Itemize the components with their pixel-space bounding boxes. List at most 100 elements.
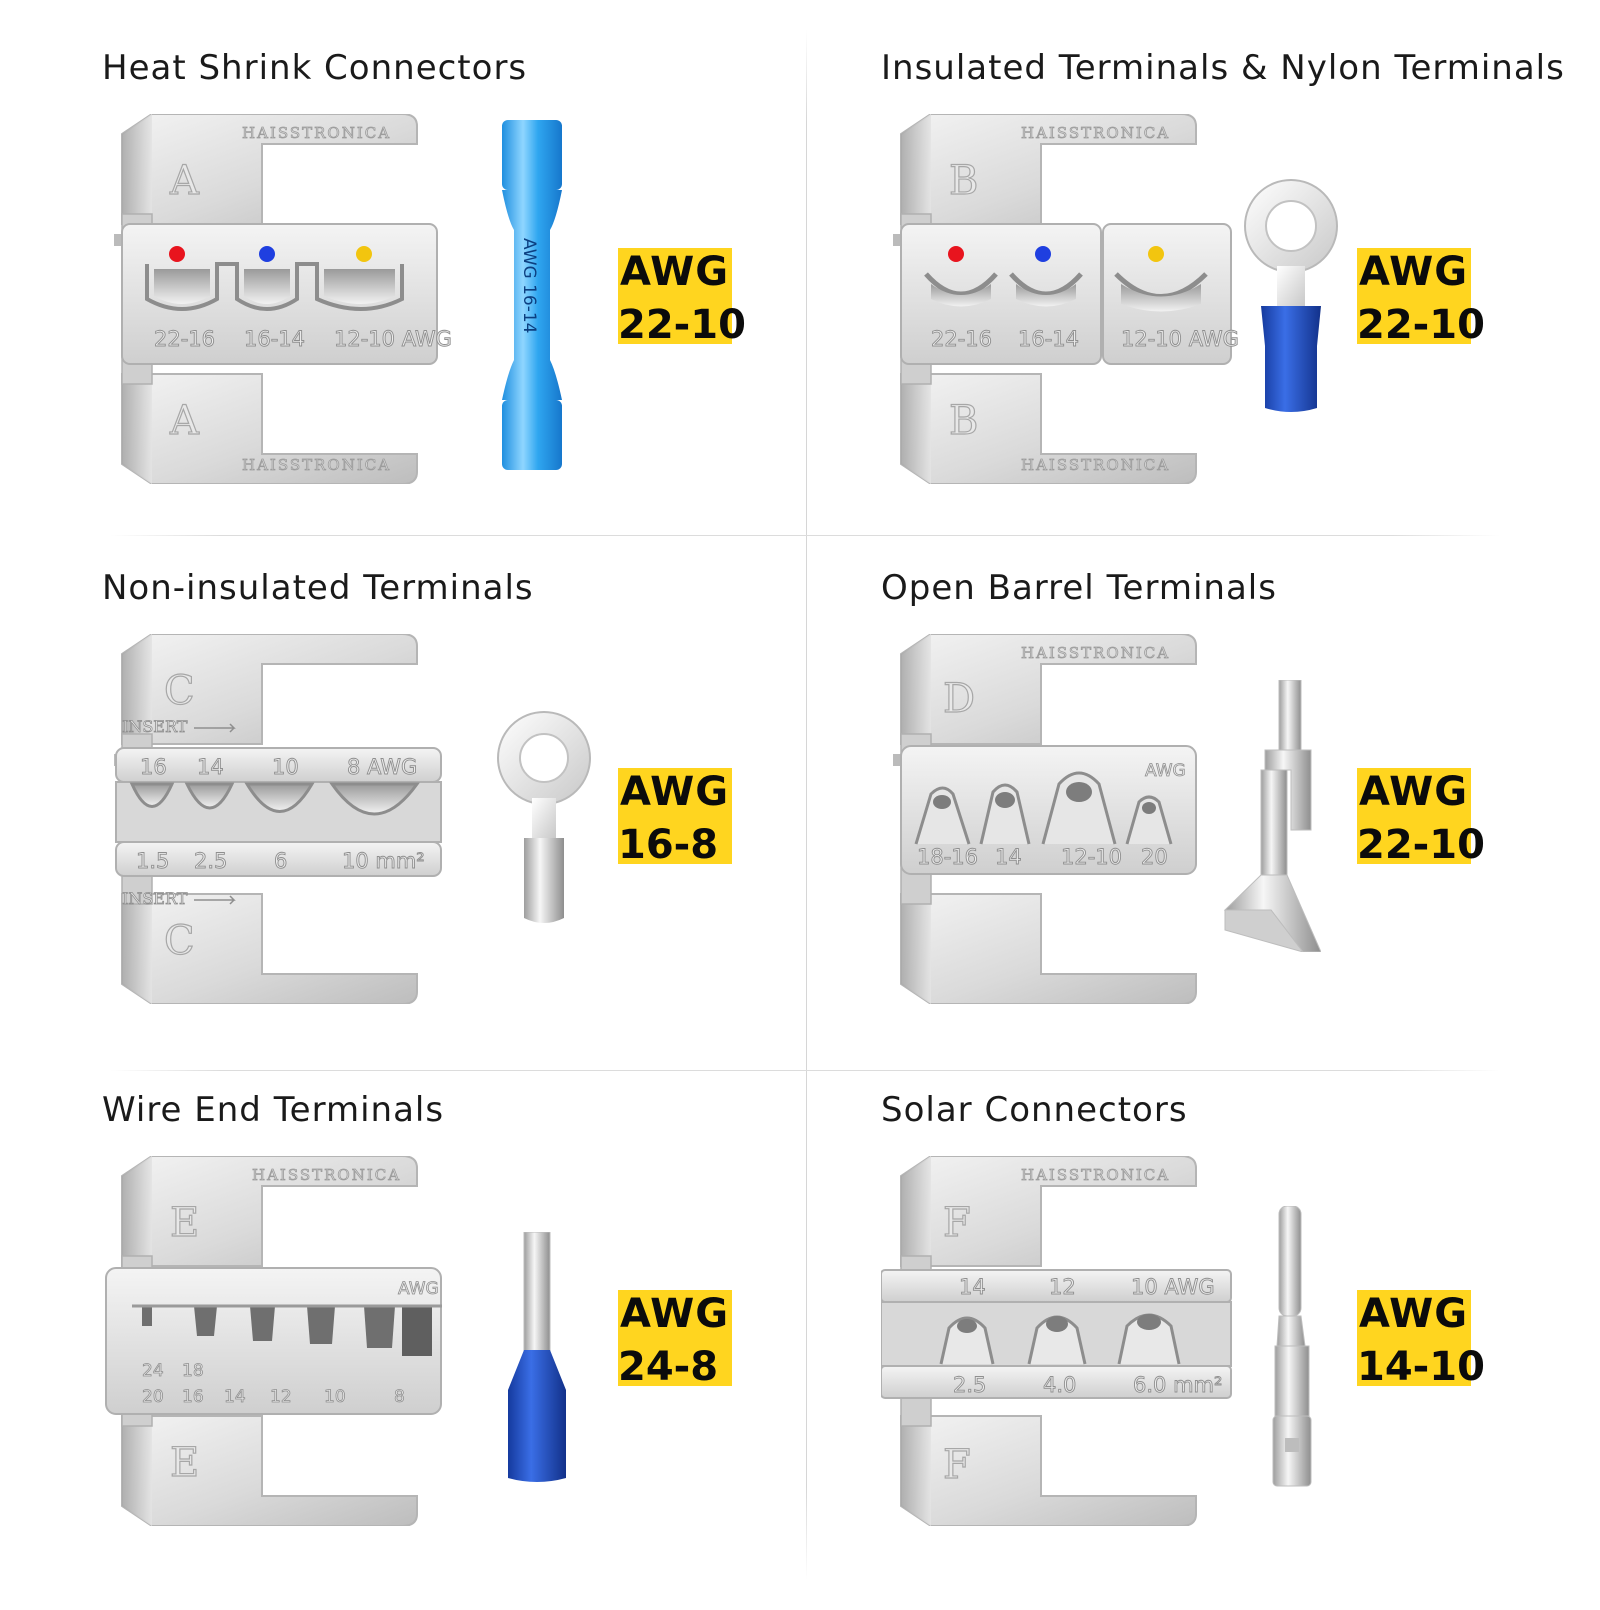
non-insulated-ring-terminal-icon [492,708,596,928]
awg-range: 14-10 [1357,1343,1485,1390]
awg-range: 24-8 [618,1343,719,1390]
panel-heat-shrink: Heat Shrink Connectors HAISSTRONICA HAIS… [102,48,882,568]
blue-dot-icon [1035,246,1051,262]
gauge-label: 16-14 [1018,327,1079,351]
awg-badge: AWG 16-8 [618,768,732,868]
gauge-label: 14 [995,845,1022,869]
gauge-label: 10 AWG [1131,1275,1215,1299]
crimp-die-c[interactable]: C C INSERT INSERT 16 14 10 8 AWG 1.5 2.5… [102,634,462,1004]
red-dot-icon [948,246,964,262]
brand-engraving: HAISSTRONICA [1021,1166,1170,1184]
insulated-ring-terminal-icon [1239,176,1343,416]
brand-engraving: HAISSTRONICA [1021,124,1170,142]
brand-engraving: HAISSTRONICA [1021,644,1170,662]
gauge-label: 24 [142,1361,164,1381]
metric-label: 4.0 [1043,1373,1076,1397]
metric-label: 10 mm² [342,849,425,873]
brand-engraving: HAISSTRONICA [252,1166,401,1184]
crimp-die-e[interactable]: HAISSTRONICA E E AWG 24 18 20 16 14 12 1… [102,1156,462,1526]
horizontal-divider [110,1070,1500,1071]
panel-solar: Solar Connectors HAISSTRONICA F F 14 12 … [881,1090,1600,1610]
gauge-label: 22-16 [931,327,992,351]
crimp-die-b[interactable]: HAISSTRONICA HAISSTRONICA B B 22-16 16-1… [881,114,1241,484]
gauge-label: 20 [142,1387,164,1407]
awg-badge: AWG 22-10 [1357,768,1485,868]
vertical-divider [806,30,807,1580]
gauge-label: 22-16 [154,327,215,351]
gauge-label: 10 [324,1387,346,1407]
gauge-label: 18-16 [917,845,978,869]
panel-title: Wire End Terminals [102,1090,445,1130]
crimp-die-a[interactable]: HAISSTRONICA HAISSTRONICA A A 22-16 16-1… [102,114,462,484]
gauge-label: 14 [224,1387,246,1407]
gauge-label: 16 [182,1387,204,1407]
gauge-label: 12-10 AWG [334,327,452,351]
crimp-die-d[interactable]: HAISSTRONICA D AWG 18-16 14 12-10 20 [881,634,1241,1004]
yellow-dot-icon [1148,246,1164,262]
panel-non-insulated: Non-insulated Terminals C C INSERT INSER… [102,568,882,1088]
awg-badge: AWG 24-8 [618,1290,732,1390]
yellow-dot-icon [356,246,372,262]
brand-engraving: HAISSTRONICA [1021,456,1170,474]
gauge-label: 12-10 [1061,845,1122,869]
open-barrel-terminal-icon [1221,680,1321,952]
connector-print: AWG 16-14 [519,238,539,333]
metric-label: 6.0 mm² [1133,1373,1222,1397]
awg-label: AWG [1359,769,1469,815]
die-letter: C [164,668,195,714]
awg-badge: AWG 22-10 [618,248,746,348]
gauge-label: 8 [394,1387,405,1407]
die-letter: C [164,918,195,964]
wire-ferrule-icon [502,1232,572,1484]
panel-wire-end: Wire End Terminals HAISSTRONICA E E AWG … [102,1090,882,1610]
arrow-right-icon [194,723,236,733]
metric-label: 6 [274,849,287,873]
die-letter: A [169,158,200,204]
solar-pin-contact-icon [1269,1206,1315,1488]
die-letter: E [170,1200,199,1246]
crimp-die-f[interactable]: HAISSTRONICA F F 14 12 10 AWG 2.5 4.0 6.… [881,1156,1241,1526]
awg-range: 22-10 [1357,821,1485,868]
red-dot-icon [169,246,185,262]
awg-label: AWG [620,1291,730,1337]
panel-title: Insulated Terminals & Nylon Terminals [881,48,1565,88]
gauge-label: 10 [272,755,299,779]
gauge-label: 14 [197,755,224,779]
insert-label: INSERT [122,889,188,908]
gauge-label: 16-14 [244,327,305,351]
brand-engraving: HAISSTRONICA [242,124,391,142]
gauge-label: 12-10 AWG [1121,327,1239,351]
panel-title: Non-insulated Terminals [102,568,534,608]
gauge-label: 20 [1141,845,1168,869]
die-letter: A [169,398,200,444]
gauge-label: 18 [182,1361,204,1381]
brand-engraving: HAISSTRONICA [242,456,391,474]
blue-dot-icon [259,246,275,262]
gauge-label: 16 [140,755,167,779]
awg-label: AWG [1359,249,1469,295]
die-letter: F [943,1442,971,1488]
gauge-label: 8 AWG [347,755,417,779]
panel-title: Solar Connectors [881,1090,1188,1130]
metric-label: 2.5 [953,1373,986,1397]
metric-label: 2.5 [194,849,227,873]
panel-insulated: Insulated Terminals & Nylon Terminals HA… [881,48,1600,568]
awg-range: 22-10 [1357,301,1485,348]
horizontal-divider [110,535,1500,536]
awg-label: AWG [620,769,730,815]
arrow-right-icon [194,895,236,905]
die-letter: E [170,1440,199,1486]
heat-shrink-butt-connector-icon: AWG 16-14 [500,120,564,470]
panel-title: Heat Shrink Connectors [102,48,528,88]
gauge-label: 12 [1049,1275,1076,1299]
gauge-label: 14 [959,1275,986,1299]
awg-badge: AWG 22-10 [1357,248,1485,348]
awg-label: AWG [620,249,730,295]
die-letter: F [943,1200,971,1246]
panel-title: Open Barrel Terminals [881,568,1277,608]
gauge-label: 12 [270,1387,292,1407]
awg-range: 16-8 [618,821,719,868]
panel-open-barrel: Open Barrel Terminals HAISSTRONICA D AWG… [881,568,1600,1088]
die-letter: D [943,676,975,722]
die-letter: B [949,398,978,444]
